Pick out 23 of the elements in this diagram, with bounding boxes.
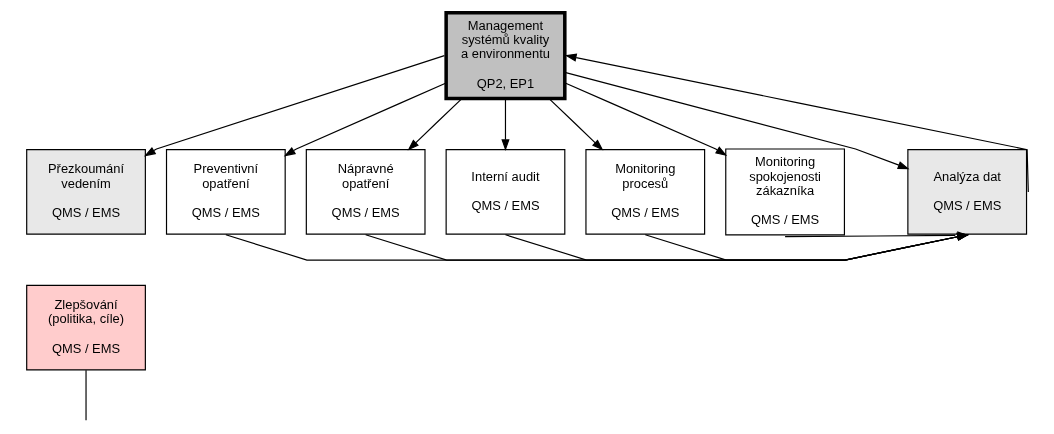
node-box: Monitoring procesů QMS / EMS <box>584 149 705 235</box>
node-box: Zlepšování (politika, cíle) QMS / EMS <box>25 284 146 371</box>
node-box: Analýza dat QMS / EMS <box>906 149 1027 235</box>
arrow <box>283 82 447 157</box>
arrow <box>564 53 1029 193</box>
arrow <box>143 55 445 157</box>
arrow <box>644 232 969 261</box>
arrow <box>564 82 727 156</box>
arrow <box>364 232 969 261</box>
node-box: Monitoring spokojenosti zákazníka QMS / EMS <box>724 148 845 236</box>
arrow <box>784 231 969 240</box>
arrow <box>224 232 969 261</box>
node-box: Přezkoumání vedením QMS / EMS <box>25 149 146 235</box>
arrow <box>500 98 510 152</box>
node-box: Preventivní opatření QMS / EMS <box>165 149 286 235</box>
arrow <box>407 98 462 151</box>
arrow <box>548 98 603 151</box>
arrow <box>563 71 909 170</box>
node-box: Management systémů kvality a environmentu QP2, EP1 <box>443 10 567 101</box>
node-box: Nápravné opatření QMS / EMS <box>305 149 426 235</box>
node-box: Interní audit QMS / EMS <box>445 149 565 235</box>
arrow <box>504 232 969 261</box>
connector <box>84 369 87 421</box>
